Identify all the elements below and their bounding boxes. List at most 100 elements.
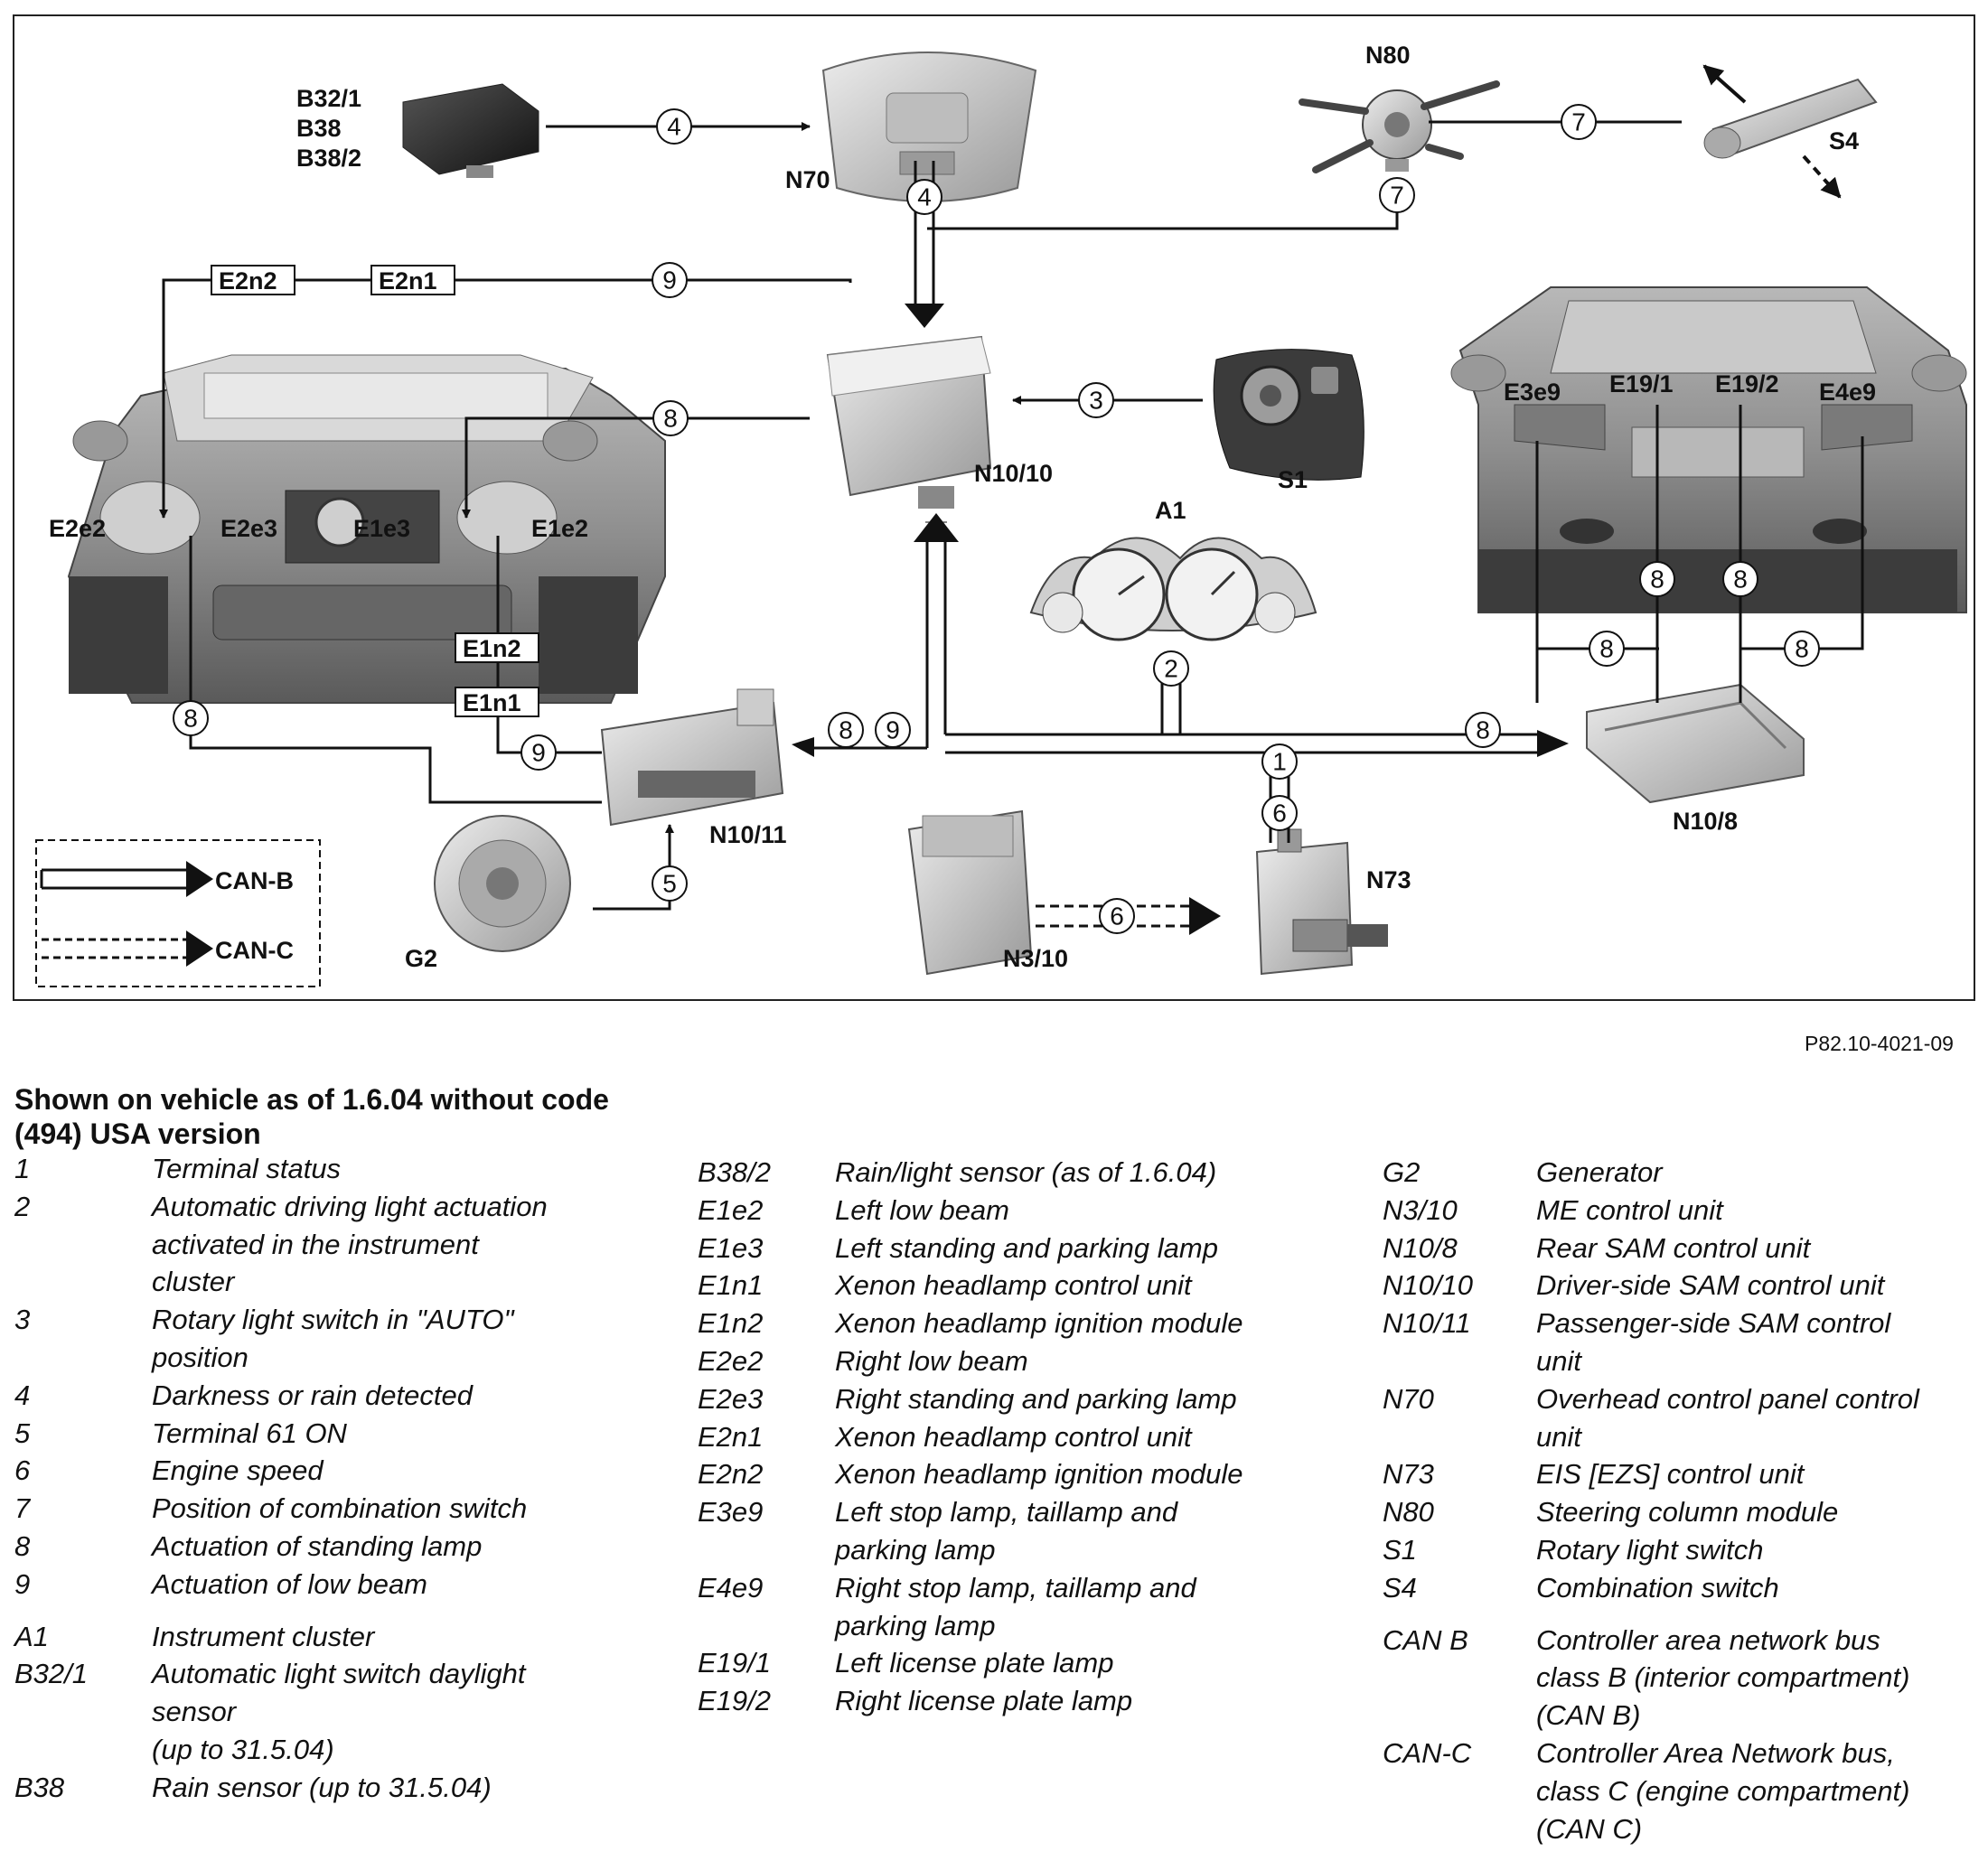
xenon-module-boxes: E2n2 E2n1 E1n2 E1n1 [211,265,539,717]
legend-key: 2 [14,1190,31,1222]
legend-key: N80 [1383,1496,1434,1529]
legend-description: position [152,1342,248,1373]
me-control-unit-illustration [907,809,1033,976]
legend-description: Left standing and parking lamp [835,1231,1218,1264]
legend-key: B38 [14,1771,65,1803]
legend-key: 3 [14,1304,31,1336]
signal-circle: 4 [656,108,692,145]
legend-key: 6 [14,1454,31,1487]
signal-circle: 8 [173,700,209,736]
legend-description: Overhead control panel control [1536,1382,1919,1415]
legend-description: Rain/light sensor (as of 1.6.04) [835,1156,1217,1188]
legend-description: Rotary light switch in "AUTO" [152,1304,514,1336]
legend-description: Xenon headlamp ignition module [835,1307,1243,1340]
label-n10-11: N10/11 [709,821,787,848]
legend-description: Driver-side SAM control unit [1536,1269,1885,1302]
legend-description: Left low beam [835,1193,1009,1226]
legend-key: N3/10 [1383,1193,1458,1226]
legend-description: Actuation of low beam [152,1567,428,1600]
legend-key: 5 [14,1417,31,1449]
legend-key: E4e9 [698,1571,764,1604]
legend-key: G2 [1383,1156,1421,1188]
label-e19-2: E19/2 [1715,370,1779,397]
legend-key: B32/1 [14,1658,89,1690]
legend-description: Xenon headlamp control unit [835,1269,1192,1302]
legend-description: Rain sensor (up to 31.5.04) [152,1771,492,1803]
legend-description: Terminal 61 ON [152,1417,347,1449]
legend-description: parking lamp [835,1609,996,1641]
rotary-light-switch-illustration [1213,349,1364,481]
legend-key: S4 [1383,1571,1417,1604]
legend-key: E3e9 [698,1496,764,1529]
signal-circle: 6 [1099,898,1135,934]
legend-key: N10/8 [1383,1231,1458,1264]
front-car-illustration [67,354,666,704]
signal-circle: 8 [1722,561,1758,597]
rear-sam-illustration [1586,683,1805,804]
label-b38-2: B38/2 [296,145,361,172]
label-n80: N80 [1365,42,1411,69]
legend-description: Controller area network bus [1536,1623,1880,1656]
svg-text:7: 7 [1571,108,1586,136]
legend-description: Right stop lamp, taillamp and [835,1571,1196,1604]
wire-low-beam-right [159,278,852,519]
svg-text:1: 1 [1272,748,1287,776]
signal-circle: 5 [652,865,688,902]
svg-text:8: 8 [1650,566,1664,594]
signal-circle: 7 [1379,177,1415,213]
legend-description: Rear SAM control unit [1536,1231,1811,1264]
svg-text:9: 9 [662,267,677,295]
legend-description: Right low beam [835,1345,1028,1377]
legend-description: sensor [152,1696,237,1728]
box-label-e2n2: E2n2 [219,267,277,295]
legend-key: E19/1 [698,1647,772,1679]
svg-text:8: 8 [1476,716,1490,744]
legend-description: unit [1536,1345,1581,1377]
can-c-legend-label: CAN-C [215,937,294,964]
can-b-legend-label: CAN-B [215,867,294,894]
legend-key: 8 [14,1530,31,1562]
exterior-lighting-diagram: CAN-B CAN-C E2n2 E2n1 E1n2 E1n1 4 4 7 7 … [35,42,1967,987]
svg-text:6: 6 [1272,800,1287,828]
eis-control-unit-illustration [1255,828,1388,976]
legend-description: (up to 31.5.04) [152,1734,334,1765]
figure-code: P82.10-4021-09 [1805,1032,1954,1055]
legend-description: Engine speed [152,1454,324,1487]
legend-key: N10/10 [1383,1269,1473,1302]
legend-description: class C (engine compartment) [1536,1774,1910,1807]
legend-key: 7 [14,1492,31,1525]
legend-description: Controller Area Network bus, [1536,1737,1895,1769]
wire-front-standing [189,536,602,804]
signal-circle: 6 [1261,795,1298,831]
box-label-e2n1: E2n1 [379,267,437,295]
legend-description: Xenon headlamp control unit [835,1420,1192,1453]
rain-light-sensor-illustration [402,83,539,178]
legend-description: EIS [EZS] control unit [1536,1458,1805,1491]
legend-key: E2n1 [698,1420,764,1453]
label-e2e3: E2e3 [220,515,277,542]
legend-key: CAN-C [1383,1737,1472,1769]
legend-key: E19/2 [698,1685,772,1717]
legend-key: 1 [14,1153,31,1184]
legend-description: (CAN C) [1536,1812,1643,1845]
legend-description: Left license plate lamp [835,1647,1114,1679]
svg-text:8: 8 [839,716,853,744]
legend-description: Generator [1536,1156,1663,1188]
label-n10-8: N10/8 [1673,808,1738,835]
signal-circle: 8 [828,712,864,748]
wire-standing-lamp-left [462,416,810,519]
signal-circle: 8 [1589,631,1625,667]
svg-text:4: 4 [917,183,932,211]
legend-heading: Shown on vehicle as of 1.6.04 without co… [14,1083,609,1150]
signal-circle: 9 [520,734,557,771]
steering-column-module-illustration [1299,80,1500,173]
signal-circle: 9 [875,712,911,748]
legend-description: ME control unit [1536,1193,1723,1226]
legend-description: Steering column module [1536,1496,1839,1529]
legend-description: Actuation of standing lamp [152,1530,483,1562]
legend-description: unit [1536,1420,1581,1453]
svg-text:5: 5 [662,870,677,898]
label-b32-1: B32/1 [296,85,361,112]
